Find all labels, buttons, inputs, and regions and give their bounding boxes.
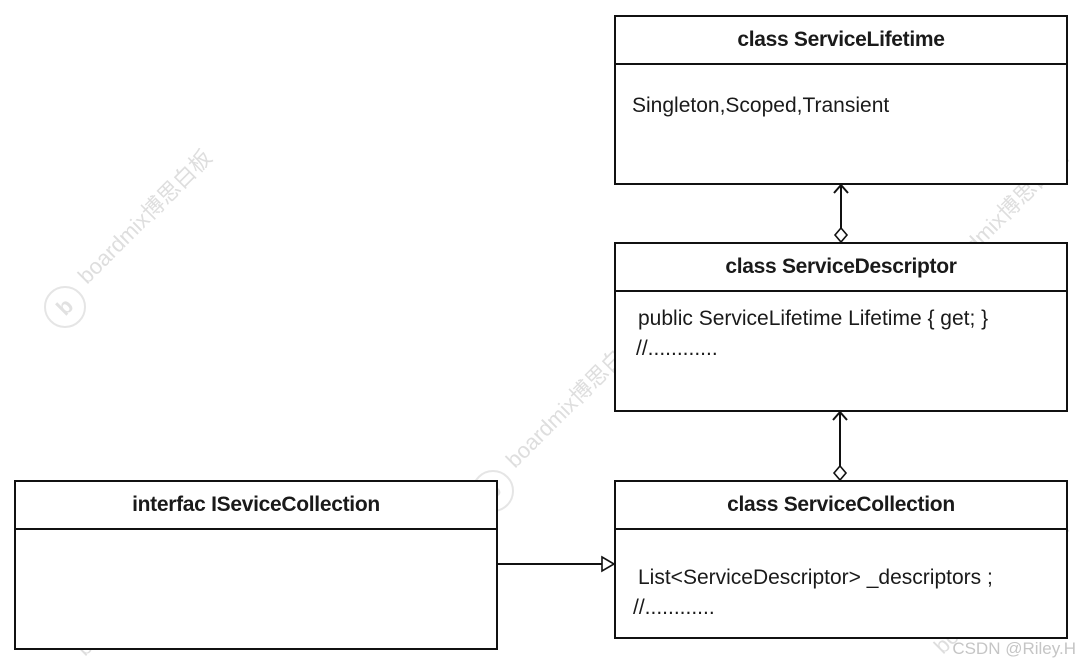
class-member: public ServiceLifetime Lifetime { get; } xyxy=(638,307,989,330)
class-box-service-collection[interactable]: class ServiceCollection List<ServiceDesc… xyxy=(614,480,1068,639)
aggregation-diamond-icon xyxy=(833,226,849,244)
class-body: public ServiceLifetime Lifetime { get; }… xyxy=(616,292,1066,364)
class-member: List<ServiceDescriptor> _descriptors ; xyxy=(638,566,993,589)
interface-box-iservice-collection[interactable]: interfac ISeviceCollection xyxy=(14,480,498,650)
watermark-logo-icon: b xyxy=(35,277,95,337)
class-title: class ServiceLifetime xyxy=(616,17,1066,65)
relation-collection-descriptor xyxy=(832,410,848,482)
class-title: class ServiceCollection xyxy=(616,482,1066,530)
class-body: Singleton,Scoped,Transient xyxy=(616,65,1066,121)
class-title: class ServiceDescriptor xyxy=(616,244,1066,292)
credit-text: CSDN @Riley.H xyxy=(952,639,1076,658)
interface-title: interfac ISeviceCollection xyxy=(16,482,496,530)
relation-interface-collection xyxy=(498,555,616,573)
class-box-service-lifetime[interactable]: class ServiceLifetime Singleton,Scoped,T… xyxy=(614,15,1068,185)
relation-descriptor-lifetime xyxy=(833,183,849,244)
class-body: List<ServiceDescriptor> _descriptors ; /… xyxy=(616,530,1066,623)
class-member-comment: //............ xyxy=(636,337,718,360)
class-box-service-descriptor[interactable]: class ServiceDescriptor public ServiceLi… xyxy=(614,242,1068,412)
aggregation-diamond-icon xyxy=(832,464,848,482)
watermark-text: boardmix博思白板 xyxy=(72,144,217,289)
class-member: Singleton,Scoped,Transient xyxy=(632,94,890,117)
class-member-comment: //............ xyxy=(633,596,715,619)
realization-triangle-icon xyxy=(601,555,616,573)
